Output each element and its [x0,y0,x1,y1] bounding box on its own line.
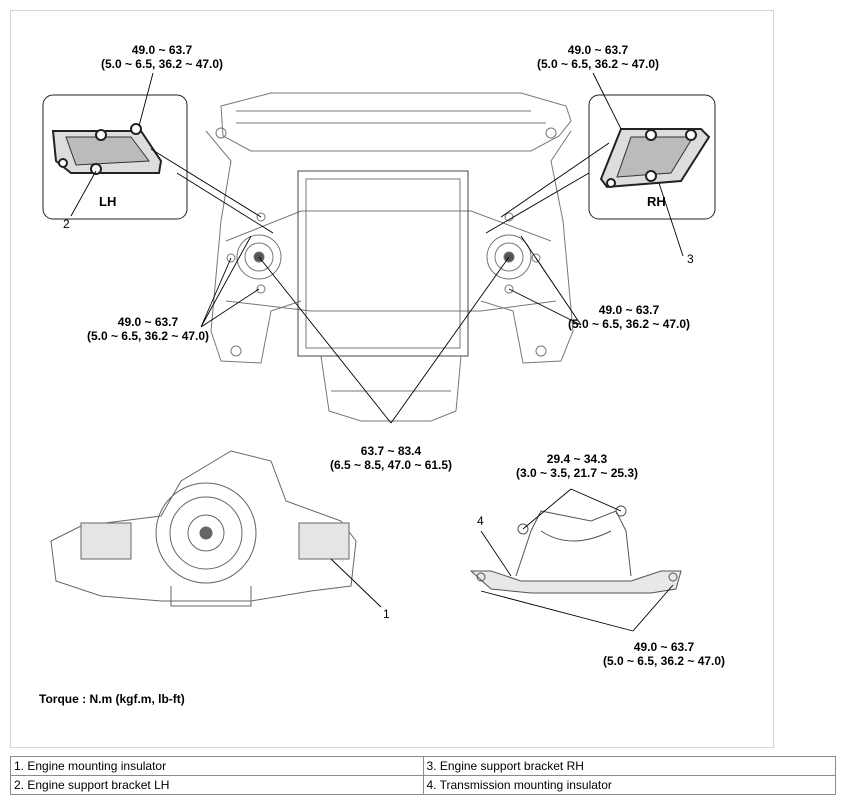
torque-value: 49.0 ~ 63.7 [131,43,193,57]
torque-lh-bracket: 49.0 ~ 63.7 (5.0 ~ 6.5, 36.2 ~ 47.0) [87,43,237,71]
diagram-figure: 49.0 ~ 63.7 (5.0 ~ 6.5, 36.2 ~ 47.0) 49.… [10,10,774,748]
torque-alt-units: (5.0 ~ 6.5, 36.2 ~ 47.0) [536,57,660,71]
torque-alt-units: (5.0 ~ 6.5, 36.2 ~ 47.0) [567,317,691,331]
legend-item: 1. Engine mounting insulator [10,756,424,776]
torque-alt-units: (5.0 ~ 6.5, 36.2 ~ 47.0) [602,654,726,668]
table-row: 1. Engine mounting insulator 3. Engine s… [10,756,836,776]
engine-front-drawing [50,450,357,607]
torque-alt-units: (5.0 ~ 6.5, 36.2 ~ 47.0) [86,329,210,343]
transmission-mount-drawing [469,505,682,594]
torque-units-note: Torque : N.m (kgf.m, lb-ft) [39,692,185,706]
callout-3: 3 [687,252,694,266]
torque-value: 63.7 ~ 83.4 [360,444,422,458]
callout-1: 1 [383,607,390,621]
torque-alt-units: (5.0 ~ 6.5, 36.2 ~ 47.0) [100,57,224,71]
legend-item: 4. Transmission mounting insulator [422,775,836,795]
torque-value: 49.0 ~ 63.7 [633,640,695,654]
torque-center: 63.7 ~ 83.4 (6.5 ~ 8.5, 47.0 ~ 61.5) [311,444,471,472]
legend-item: 3. Engine support bracket RH [422,756,836,776]
torque-alt-units: (3.0 ~ 3.5, 21.7 ~ 25.3) [515,466,639,480]
engine-mount-illustration [42,72,716,632]
lh-bracket-drawing [51,123,163,175]
rh-label: RH [647,194,666,209]
torque-alt-units: (6.5 ~ 8.5, 47.0 ~ 61.5) [329,458,453,472]
subframe-drawing [205,92,574,422]
leader-lines [70,72,684,632]
lh-inset-box [42,94,188,220]
torque-rh-bracket: 49.0 ~ 63.7 (5.0 ~ 6.5, 36.2 ~ 47.0) [523,43,673,71]
table-row: 2. Engine support bracket LH 4. Transmis… [10,775,836,795]
torque-value: 29.4 ~ 34.3 [546,452,608,466]
legend-item: 2. Engine support bracket LH [10,775,424,795]
torque-value: 49.0 ~ 63.7 [117,315,179,329]
torque-value: 49.0 ~ 63.7 [567,43,629,57]
torque-transmission-top: 29.4 ~ 34.3 (3.0 ~ 3.5, 21.7 ~ 25.3) [497,452,657,480]
lh-label: LH [99,194,117,209]
parts-legend-table: 1. Engine mounting insulator 3. Engine s… [10,756,836,795]
callout-2: 2 [63,217,70,231]
torque-rh-mount: 49.0 ~ 63.7 (5.0 ~ 6.5, 36.2 ~ 47.0) [554,303,704,331]
rh-bracket-drawing [599,128,711,189]
torque-transmission-bottom: 49.0 ~ 63.7 (5.0 ~ 6.5, 36.2 ~ 47.0) [589,640,739,668]
callout-4: 4 [477,514,484,528]
torque-value: 49.0 ~ 63.7 [598,303,660,317]
torque-lh-mount: 49.0 ~ 63.7 (5.0 ~ 6.5, 36.2 ~ 47.0) [73,315,223,343]
